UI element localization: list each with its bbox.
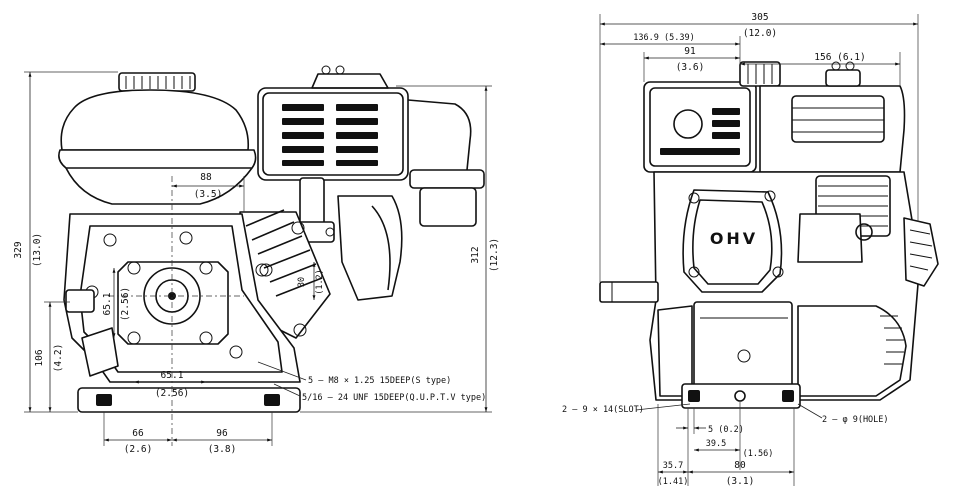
dim-66-inch: (2.6) — [124, 444, 153, 455]
dim-65-1-horizontal-inch: (2.56) — [155, 388, 189, 399]
recoil-starter — [643, 61, 781, 173]
dim-329: 329 — [13, 241, 24, 258]
dim-106: 106 — [34, 349, 45, 366]
note-hole: 2 — φ 9(HOLE) — [822, 415, 889, 425]
note-thread-unf: 5/16 — 24 UNF 15DEEP(Q.U.P.T.V type) — [302, 393, 486, 403]
dim-65-1-vertical: 65.1 — [102, 292, 113, 315]
front-dimensions — [599, 14, 919, 486]
dim-312: 312 — [470, 246, 481, 263]
dim-305: 305 — [751, 12, 768, 23]
ohv-label: OHV — [710, 229, 758, 248]
dim-39-5: 39.5 — [706, 439, 726, 449]
fuel-tank — [58, 72, 257, 205]
dim-91: 91 — [684, 46, 696, 57]
dim-5: 5 (0.2) — [708, 425, 744, 435]
air-cleaner — [257, 65, 485, 227]
engine-body-front: OHV — [599, 171, 939, 409]
note-slot: 2 — 9 × 14(SLOT) — [562, 405, 644, 415]
crankcase — [63, 213, 301, 413]
dim-65-1-vertical-inch: (2.56) — [120, 287, 131, 321]
dim-30: 30 — [297, 277, 307, 287]
dim-66: 66 — [132, 428, 144, 439]
dim-39-5-inch: (1.56) — [743, 449, 774, 459]
dim-305-inch: (12.0) — [743, 28, 777, 39]
dim-30-inch: (1.2) — [315, 269, 325, 295]
dim-329-inch: (13.0) — [32, 233, 43, 267]
fuel-tank-front — [759, 61, 906, 173]
front-view: OHV — [562, 12, 939, 487]
dim-88-inch: (3.5) — [194, 189, 223, 200]
dim-91-inch: (3.6) — [676, 62, 705, 73]
note-thread-metric: 5 — M8 × 1.25 15DEEP(S type) — [308, 376, 451, 386]
dim-65-1-horizontal: 65.1 — [161, 370, 184, 381]
dim-96-inch: (3.8) — [208, 444, 237, 455]
dim-136-9: 136.9 (5.39) — [633, 33, 694, 43]
dim-35-7: 35.7 — [663, 461, 683, 471]
dim-312-inch: (12.3) — [489, 238, 500, 272]
dim-156: 156 (6.1) — [814, 52, 865, 63]
side-view: 329 (13.0) 106 (4.2) 312 (12.3) 88 (3.5)… — [13, 65, 500, 455]
dim-80-inch: (3.1) — [726, 476, 755, 487]
dim-80: 80 — [734, 460, 746, 471]
dim-88: 88 — [200, 172, 212, 183]
dim-106-inch: (4.2) — [53, 344, 64, 373]
side-dimensions — [24, 71, 492, 446]
dim-35-7-inch: (1.41) — [658, 477, 689, 487]
dim-96: 96 — [216, 428, 228, 439]
